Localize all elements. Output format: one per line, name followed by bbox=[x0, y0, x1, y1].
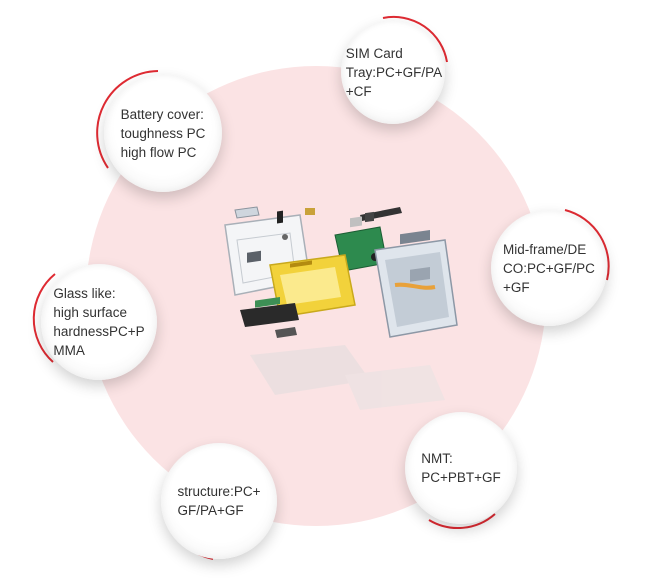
speaker-part bbox=[240, 297, 299, 327]
battery-cover-label: Battery cover: toughness PC high flow PC bbox=[120, 106, 206, 160]
structure-callout: structure:PC+ GF/PA+GF bbox=[161, 443, 277, 559]
battery-cover-callout: Battery cover: toughness PC high flow PC bbox=[104, 74, 222, 192]
glass-like-label: Glass like: high surface hardnessPC+P MM… bbox=[53, 286, 145, 358]
nmt-callout: NMT: PC+PBT+GF bbox=[405, 412, 517, 524]
structure-label: structure:PC+ GF/PA+GF bbox=[177, 484, 261, 518]
mid-frame-callout: Mid-frame/DE CO:PC+GF/PC +GF bbox=[491, 210, 607, 326]
mid-frame-label: Mid-frame/DE CO:PC+GF/PC +GF bbox=[503, 241, 595, 295]
exploded-phone-illustration bbox=[224, 206, 458, 410]
sim-card-callout: SIM Card Tray:PC+GF/PA +CF bbox=[341, 20, 445, 124]
battery-part bbox=[269, 254, 356, 318]
nmt-label: NMT: PC+PBT+GF bbox=[421, 451, 501, 485]
sim-card-label: SIM Card Tray:PC+GF/PA +CF bbox=[345, 45, 443, 99]
mid-frame-part bbox=[374, 229, 458, 338]
glass-like-callout: Glass like: high surface hardnessPC+P MM… bbox=[41, 264, 157, 380]
